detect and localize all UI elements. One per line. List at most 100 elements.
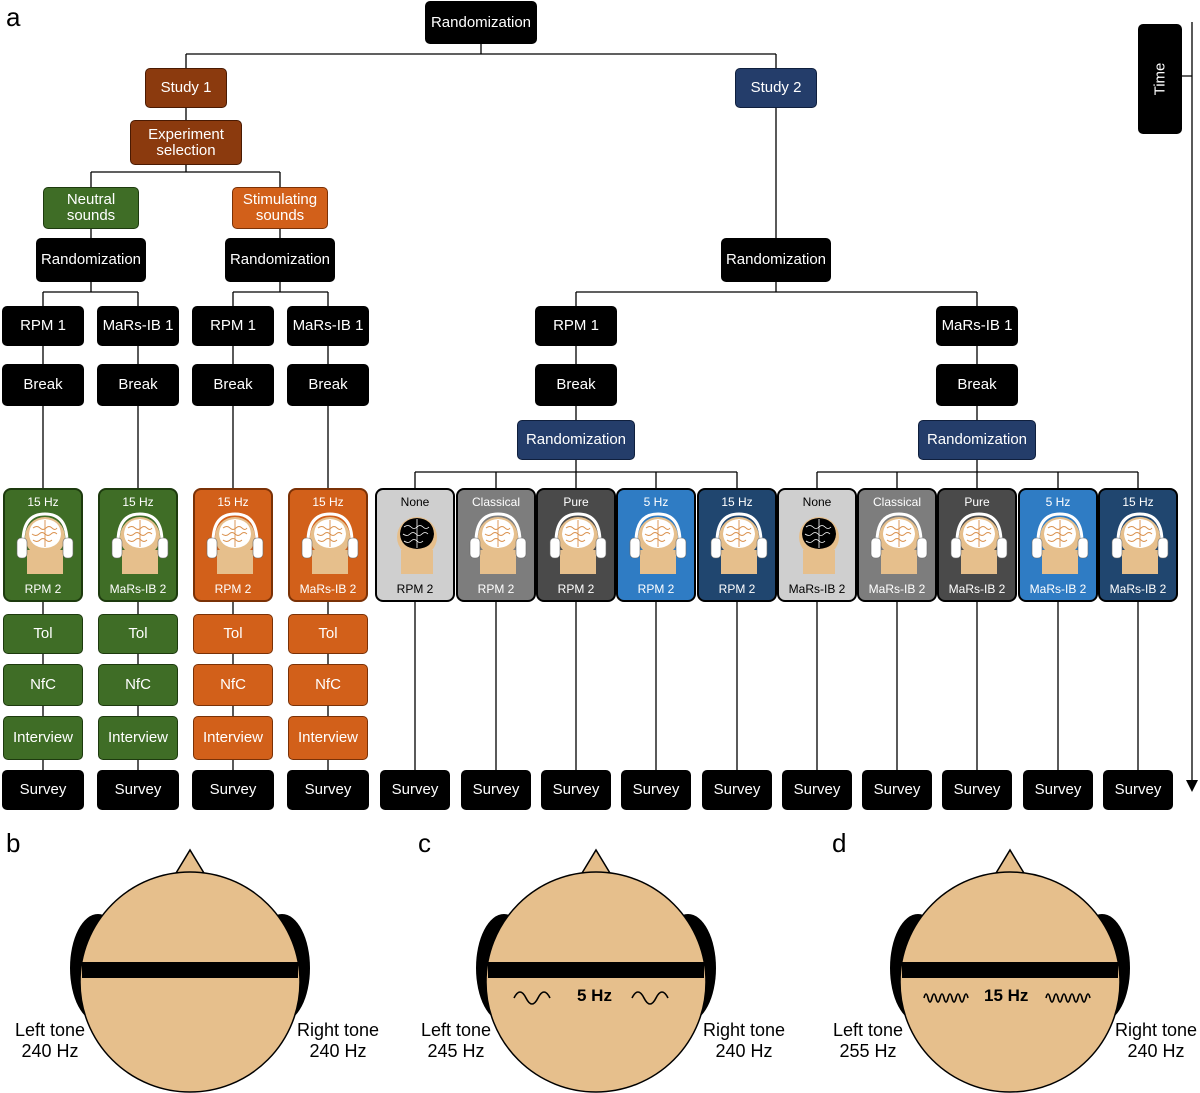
- card-test-label: MaRs-IB 2: [948, 582, 1006, 596]
- headphones-head-icon: [301, 512, 359, 574]
- interview-box: Interview: [98, 716, 178, 760]
- break-box: Break: [2, 364, 84, 406]
- break-box: Break: [936, 364, 1018, 406]
- card-condition-label: 15 Hz: [721, 495, 753, 509]
- survey-box: Survey: [541, 770, 611, 810]
- condition-card: Pure RPM 2: [536, 488, 616, 602]
- headphones-head-icon: [16, 512, 74, 574]
- card-test-label: RPM 2: [637, 582, 675, 596]
- time-box: Time: [1138, 24, 1182, 134]
- beat-frequency-label: 5 Hz: [577, 986, 612, 1005]
- mars1-box: MaRs-IB 1: [287, 306, 369, 346]
- panel-label-b: b: [6, 828, 21, 858]
- neutral-sounds-box: Neutral sounds: [43, 187, 139, 229]
- card-condition-label: Classical: [872, 495, 921, 509]
- condition-card: 15 Hz RPM 2: [697, 488, 777, 602]
- card-condition-label: Pure: [563, 495, 589, 509]
- survey-box: Survey: [192, 770, 274, 810]
- headphones-head-icon: [111, 512, 169, 574]
- head-diagram-b: [70, 848, 310, 1093]
- randomization-rpm-branch: Randomization: [517, 420, 635, 460]
- condition-card: 5 Hz MaRs-IB 2: [1018, 488, 1098, 602]
- card-test-label: MaRs-IB 2: [868, 582, 926, 596]
- card-test-label: RPM 2: [396, 582, 434, 596]
- head-no-sound-icon: [397, 517, 437, 574]
- card-condition-label: 15 Hz: [1122, 495, 1154, 509]
- study1-box: Study 1: [145, 68, 227, 108]
- time-label: Time: [1151, 62, 1168, 96]
- rpm1-box: RPM 1: [535, 306, 617, 346]
- condition-card: 15 Hz RPM 2: [193, 488, 273, 602]
- condition-card: Pure MaRs-IB 2: [937, 488, 1017, 602]
- mars1-box: MaRs-IB 1: [936, 306, 1018, 346]
- break-box: Break: [535, 364, 617, 406]
- randomization-study2: Randomization: [721, 238, 831, 282]
- survey-box: Survey: [461, 770, 531, 810]
- randomization-mars-branch: Randomization: [918, 420, 1036, 460]
- survey-box: Survey: [97, 770, 179, 810]
- wave-right: [631, 991, 669, 1005]
- condition-card: None RPM 2: [375, 488, 455, 602]
- survey-box: Survey: [2, 770, 84, 810]
- card-test-label: MaRs-IB 2: [299, 582, 357, 596]
- break-box: Break: [97, 364, 179, 406]
- head-diagram-c: [476, 848, 716, 1093]
- headphones-head-icon: [549, 512, 607, 574]
- condition-card: 15 Hz RPM 2: [3, 488, 83, 602]
- randomization-neutral: Randomization: [36, 238, 146, 282]
- card-condition-label: 15 Hz: [217, 495, 249, 509]
- card-condition-label: Classical: [471, 495, 520, 509]
- headphones-head-icon: [1111, 512, 1169, 574]
- headphones-head-icon: [206, 512, 264, 574]
- stimulating-sounds-box: Stimulating sounds: [232, 187, 328, 229]
- card-test-label: RPM 2: [24, 582, 62, 596]
- survey-box: Survey: [862, 770, 932, 810]
- tol-box: Tol: [288, 614, 368, 654]
- experiment-selection-box: Experiment selection: [130, 120, 242, 165]
- tol-box: Tol: [193, 614, 273, 654]
- card-condition-label: Pure: [964, 495, 990, 509]
- nfc-box: NfC: [193, 664, 273, 706]
- condition-card: None MaRs-IB 2: [777, 488, 857, 602]
- survey-box: Survey: [1023, 770, 1093, 810]
- rpm1-box: RPM 1: [192, 306, 274, 346]
- card-condition-label: 15 Hz: [27, 495, 59, 509]
- card-test-label: MaRs-IB 2: [788, 582, 846, 596]
- card-test-label: MaRs-IB 2: [1109, 582, 1167, 596]
- nfc-box: NfC: [3, 664, 83, 706]
- interview-box: Interview: [288, 716, 368, 760]
- survey-box: Survey: [621, 770, 691, 810]
- panel-label-c: c: [418, 828, 431, 858]
- head-no-sound-icon: [799, 517, 839, 574]
- beat-frequency-label: 15 Hz: [984, 986, 1029, 1005]
- panel-label-d: d: [832, 828, 847, 858]
- interview-box: Interview: [193, 716, 273, 760]
- card-test-label: RPM 2: [477, 582, 515, 596]
- study2-box: Study 2: [735, 68, 817, 108]
- survey-box: Survey: [782, 770, 852, 810]
- wave-right: [1045, 993, 1091, 1003]
- card-test-label: MaRs-IB 2: [1029, 582, 1087, 596]
- headphones-head-icon: [1031, 512, 1089, 574]
- nfc-box: NfC: [98, 664, 178, 706]
- card-condition-label: 5 Hz: [1045, 495, 1071, 509]
- condition-card: Classical MaRs-IB 2: [857, 488, 937, 602]
- tol-box: Tol: [3, 614, 83, 654]
- card-condition-label: 15 Hz: [312, 495, 344, 509]
- condition-card: 15 Hz MaRs-IB 2: [288, 488, 368, 602]
- wave-left: [923, 993, 969, 1003]
- nfc-box: NfC: [288, 664, 368, 706]
- break-box: Break: [287, 364, 369, 406]
- card-test-label: RPM 2: [214, 582, 252, 596]
- card-condition-label: 15 Hz: [122, 495, 154, 509]
- card-test-label: RPM 2: [718, 582, 756, 596]
- card-test-label: RPM 2: [557, 582, 595, 596]
- break-box: Break: [192, 364, 274, 406]
